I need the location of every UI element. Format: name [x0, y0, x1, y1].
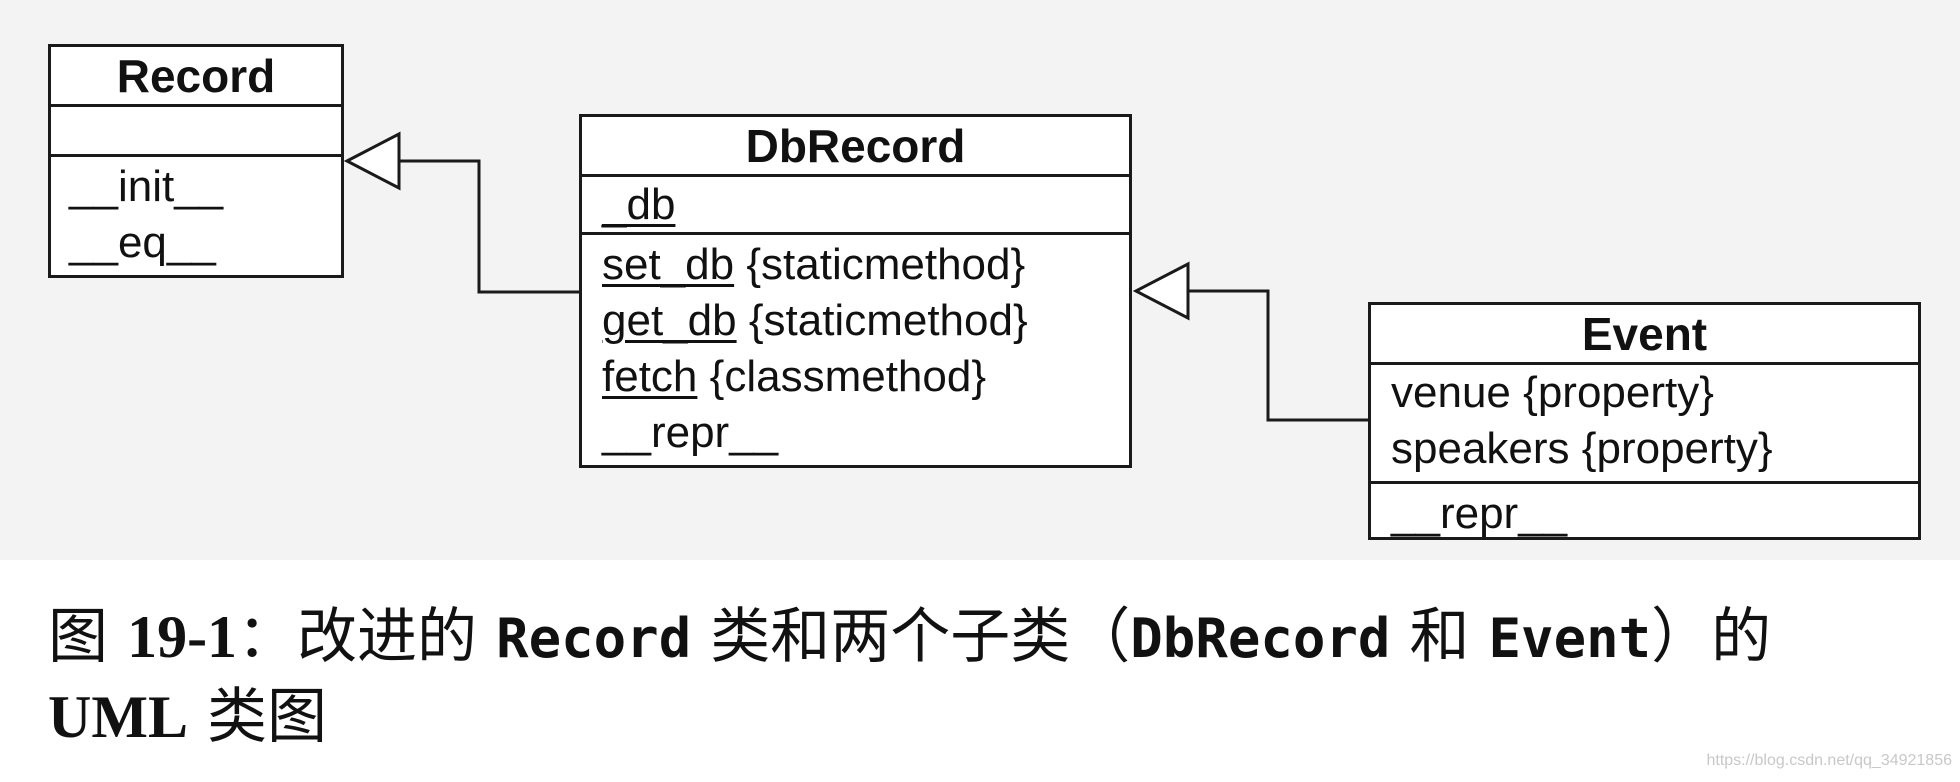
- static-member-name: _db: [602, 180, 676, 229]
- method-get-db: get_db {staticmethod}: [602, 293, 1129, 349]
- caption-text: 类图: [187, 682, 328, 752]
- class-name: Record: [51, 47, 341, 107]
- methods-section: __repr__: [1371, 484, 1918, 546]
- caption-text: 类和两个子类（: [691, 602, 1131, 672]
- generalization-arrowhead: [1132, 261, 1190, 321]
- inheritance-connectors: [343, 131, 1368, 422]
- attribute-db: _db: [602, 177, 1129, 233]
- inheritance-event-to-dbrecord: [1132, 261, 1368, 422]
- method-fetch: fetch {classmethod}: [602, 349, 1129, 405]
- methods-section: set_db {staticmethod} get_db {staticmeth…: [582, 235, 1129, 465]
- caption-prefix: 图: [48, 602, 128, 672]
- stereotype: {classmethod}: [709, 352, 987, 401]
- member-name: venue: [1391, 368, 1511, 417]
- method-repr: __repr__: [1391, 489, 1568, 538]
- class-record: Record __init__ __eq__: [48, 44, 344, 278]
- static-member-name: fetch: [602, 352, 698, 401]
- figure-caption: 图 19-1：改进的 Record 类和两个子类（DbRecord 和 Even…: [48, 598, 1908, 756]
- code-event: Event: [1488, 607, 1652, 670]
- caption-text: 和: [1390, 602, 1489, 672]
- attributes-section: [51, 107, 341, 157]
- class-dbrecord: DbRecord _db set_db {staticmethod} get_d…: [579, 114, 1132, 468]
- property-venue: venue {property}: [1391, 365, 1918, 421]
- methods-section: __init__ __eq__: [51, 157, 341, 275]
- stereotype: {property}: [1581, 424, 1773, 473]
- stereotype: {staticmethod}: [746, 240, 1026, 289]
- caption-text: ：改进的: [237, 602, 497, 672]
- figure-number: 19-1: [127, 604, 238, 670]
- member-name: speakers: [1391, 424, 1570, 473]
- code-record: Record: [496, 607, 692, 670]
- code-dbrecord: DbRecord: [1130, 607, 1391, 670]
- static-member-name: get_db: [602, 296, 737, 345]
- inheritance-dbrecord-to-record: [343, 131, 579, 294]
- attributes-section: venue {property} speakers {property}: [1371, 365, 1918, 484]
- caption-uml: UML: [48, 684, 188, 750]
- stereotype: {property}: [1523, 368, 1714, 417]
- method-repr: __repr__: [602, 408, 779, 457]
- static-member-name: set_db: [602, 240, 735, 289]
- stereotype: {staticmethod}: [748, 296, 1028, 345]
- class-event: Event venue {property} speakers {propert…: [1368, 302, 1921, 540]
- generalization-arrowhead: [343, 131, 401, 191]
- method-set-db: set_db {staticmethod}: [602, 237, 1129, 293]
- watermark: https://blog.csdn.net/qq_34921856: [1706, 752, 1952, 769]
- class-name: DbRecord: [582, 117, 1129, 177]
- diagram-area: Record __init__ __eq__ DbRecord _db set_…: [0, 0, 1960, 560]
- class-name: Event: [1371, 305, 1918, 365]
- method-eq: __eq__: [69, 218, 216, 267]
- caption-text: ）的: [1651, 602, 1772, 672]
- attributes-section: _db: [582, 177, 1129, 235]
- property-speakers: speakers {property}: [1391, 421, 1918, 477]
- method-init: __init__: [69, 162, 224, 211]
